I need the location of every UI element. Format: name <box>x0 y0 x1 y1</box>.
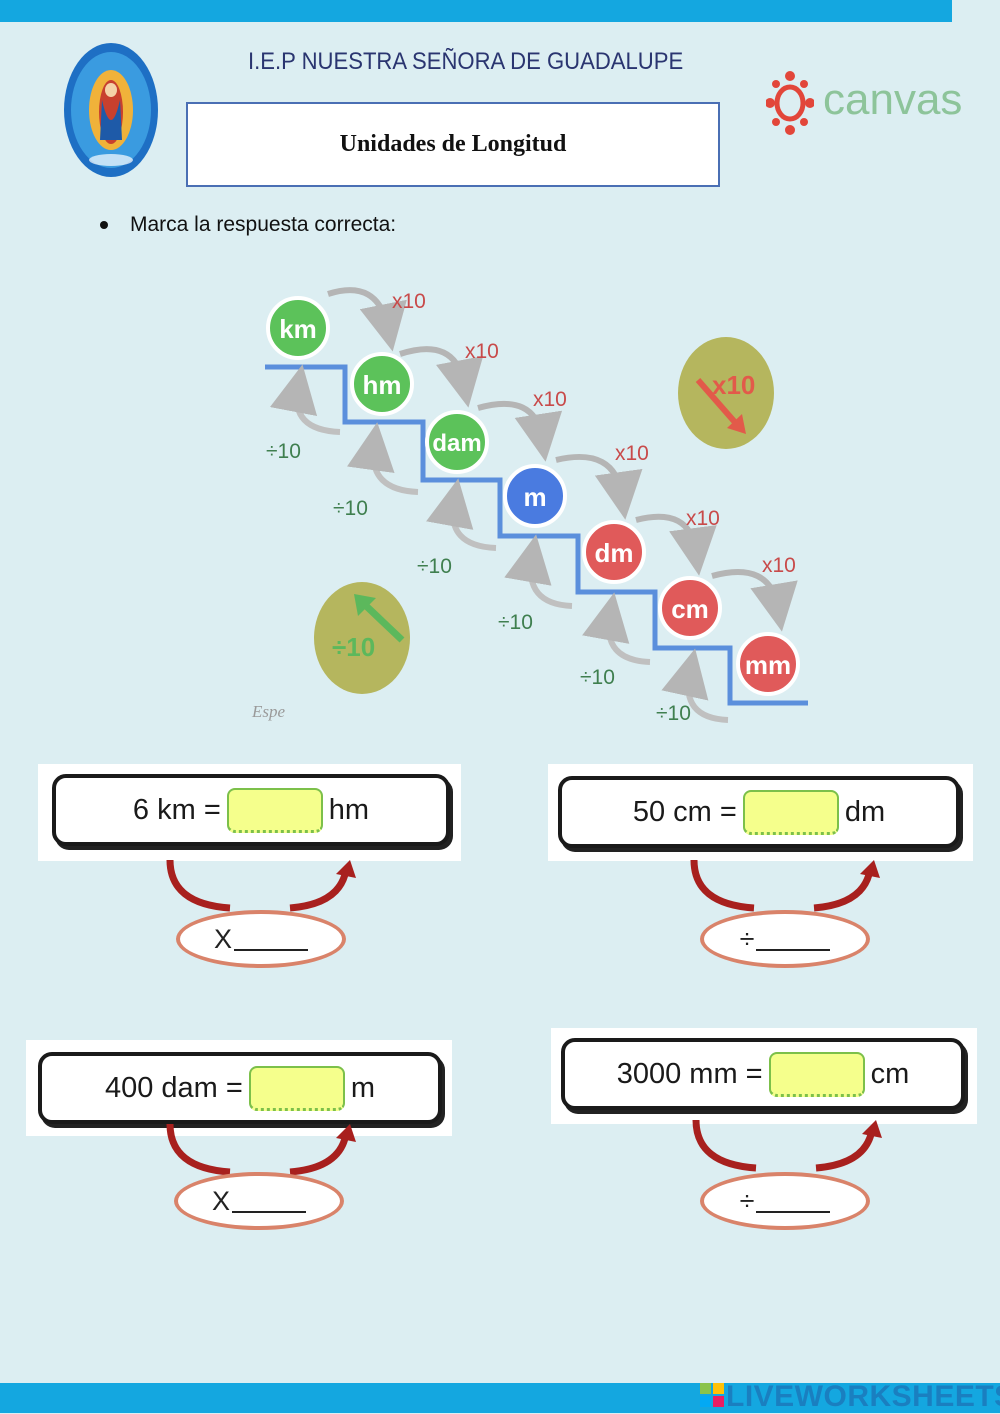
divide-labels: ÷10 ÷10 ÷10 ÷10 ÷10 ÷10 <box>266 440 691 725</box>
big-multiply-label: x10 <box>712 370 755 400</box>
equation-right: cm <box>870 1057 910 1090</box>
multiply-label: x10 <box>615 442 649 465</box>
equation-right: dm <box>844 795 886 828</box>
divide-label: ÷10 <box>333 497 368 520</box>
exercise-arrow-2 <box>690 859 880 912</box>
multiply-labels: x10 x10 x10 x10 x10 x10 <box>392 290 796 577</box>
top-bar <box>0 0 952 22</box>
operator-oval-4: ÷ <box>700 1172 870 1230</box>
liveworksheets-logo-icon <box>700 1383 724 1407</box>
exercise-arrow-4 <box>692 1119 882 1172</box>
equation-right: m <box>350 1071 376 1104</box>
page-title: Unidades de Longitud <box>339 131 567 157</box>
svg-text:cm: cm <box>671 594 709 624</box>
equation-left: 400 dam = <box>104 1071 243 1104</box>
svg-text:dm: dm <box>595 538 634 568</box>
unit-m: m <box>503 464 567 528</box>
unit-dam: dam <box>425 410 489 474</box>
unit-mm: mm <box>736 632 800 696</box>
operator-blank-3[interactable] <box>232 1189 306 1213</box>
bottom-bar <box>0 1383 1000 1413</box>
big-multiply-badge: x10 <box>678 337 774 449</box>
equation-4: 3000 mm = cm <box>561 1038 965 1110</box>
answer-input-2[interactable] <box>742 789 839 835</box>
divide-label: ÷10 <box>656 702 691 725</box>
title-box: Unidades de Longitud <box>186 102 720 187</box>
svg-text:dam: dam <box>432 430 481 457</box>
svg-text:mm: mm <box>745 650 791 680</box>
operator-oval-2: ÷ <box>700 910 870 968</box>
equation-left: 3000 mm = <box>616 1057 763 1090</box>
school-name: I.E.P NUESTRA SEÑORA DE GUADALUPE <box>248 48 684 75</box>
canvas-brand-text: canvas <box>823 75 963 124</box>
divide-label: ÷10 <box>580 666 615 689</box>
big-divide-badge: ÷10 <box>314 582 410 694</box>
svg-text:m: m <box>523 482 546 512</box>
multiply-arrows <box>327 287 798 632</box>
exercise-card-4: 3000 mm = cm <box>551 1028 977 1124</box>
canvas-logo-icon <box>766 71 814 135</box>
svg-text:km: km <box>279 314 317 344</box>
unit-dm: dm <box>582 520 646 584</box>
school-seal-logo <box>64 43 158 177</box>
divide-label: ÷10 <box>498 611 533 634</box>
answer-input-3[interactable] <box>248 1065 345 1111</box>
operator-blank-2[interactable] <box>756 927 831 951</box>
equation-left: 6 km = <box>132 793 221 826</box>
length-units-staircase-diagram: x10 ÷10 x10 x10 x10 x10 x10 x10 ÷10 ÷1 <box>251 287 808 725</box>
operator-oval-3: X <box>174 1172 344 1230</box>
instruction: Marca la respuesta correcta: <box>100 213 396 237</box>
exercise-arrow-3 <box>166 1123 356 1176</box>
operator-blank-1[interactable] <box>234 927 308 951</box>
exercise-card-2: 50 cm = dm <box>548 764 973 861</box>
multiply-label: x10 <box>392 290 426 313</box>
big-divide-label: ÷10 <box>332 632 375 662</box>
multiply-label: x10 <box>465 340 499 363</box>
multiply-label: x10 <box>762 554 796 577</box>
exercise-card-1: 6 km = hm <box>38 764 461 861</box>
exercise-card-3: 400 dam = m <box>26 1040 452 1136</box>
unit-hm: hm <box>350 352 414 416</box>
multiply-label: x10 <box>533 388 567 411</box>
answer-input-1[interactable] <box>226 787 323 833</box>
instruction-text: Marca la respuesta correcta: <box>130 213 397 236</box>
liveworksheets-brand: LIVEWORKSHEETS <box>726 1380 1000 1413</box>
unit-cm: cm <box>658 576 722 640</box>
multiply-label: x10 <box>686 507 720 530</box>
signature: Espe <box>251 702 286 721</box>
equation-1: 6 km = hm <box>52 774 450 846</box>
exercise-arrow-1 <box>166 859 356 912</box>
equation-right: hm <box>328 793 370 826</box>
bullet-icon <box>100 221 108 230</box>
operator-oval-1: X <box>176 910 346 968</box>
divide-label: ÷10 <box>417 555 452 578</box>
divide-arrows <box>269 364 729 723</box>
equation-2: 50 cm = dm <box>558 776 960 848</box>
equation-3: 400 dam = m <box>38 1052 442 1124</box>
equation-left: 50 cm = <box>632 795 737 828</box>
operator-blank-4[interactable] <box>756 1189 831 1213</box>
unit-km: km <box>266 296 330 360</box>
svg-text:hm: hm <box>363 370 402 400</box>
answer-input-4[interactable] <box>768 1051 865 1097</box>
divide-label: ÷10 <box>266 440 301 463</box>
